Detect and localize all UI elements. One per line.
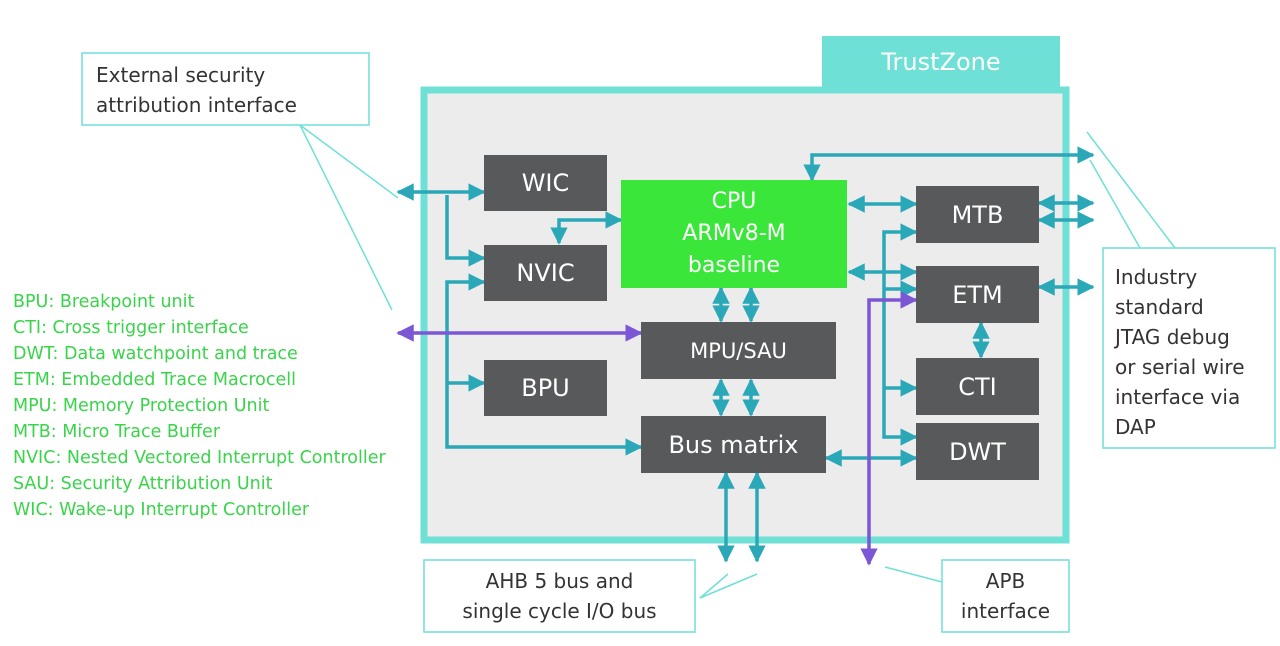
legend-item: ETM: Embedded Trace Macrocell — [13, 370, 296, 390]
external-security-callout: External security attribution interface — [96, 60, 297, 120]
legend-item: SAU: Security Attribution Unit — [13, 474, 273, 494]
etm-block: ETM — [916, 266, 1039, 323]
ahb-line-2: single cycle I/O bus — [462, 599, 657, 623]
jtag-line-2: standard — [1115, 295, 1204, 319]
external-security-callout-box — [81, 52, 370, 126]
abbreviation-legend: BPU: Breakpoint unit CTI: Cross trigger … — [13, 289, 386, 523]
bpu-block: BPU — [484, 360, 607, 416]
jtag-callout-box — [1102, 247, 1276, 449]
apb-callout: APB interface — [942, 566, 1069, 626]
legend-item: WIC: Wake-up Interrupt Controller — [13, 500, 310, 520]
wic-block: WIC — [484, 155, 607, 211]
external-security-line-2: attribution interface — [96, 93, 297, 117]
cpu-line-2: ARMv8-M — [682, 221, 786, 246]
legend-item: BPU: Breakpoint unit — [13, 292, 195, 312]
legend-item: MTB: Micro Trace Buffer — [13, 422, 221, 442]
dwt-block: DWT — [916, 423, 1039, 480]
callout-pointers — [299, 124, 1176, 599]
cti-block: CTI — [916, 358, 1039, 415]
cpu-external-top-arrow — [803, 146, 1095, 182]
nvic-block: NVIC — [484, 245, 607, 301]
jtag-line-6: DAP — [1115, 415, 1156, 439]
jtag-callout: Industry standard JTAG debug or serial w… — [1115, 262, 1245, 442]
cpu-line-1: CPU — [711, 189, 757, 214]
cpu-line-3: baseline — [687, 253, 781, 278]
mtb-block: MTB — [916, 186, 1039, 243]
ahb-line-1: AHB 5 bus and — [485, 569, 634, 593]
jtag-line-5: interface via — [1115, 385, 1241, 409]
jtag-line-1: Industry — [1115, 265, 1198, 289]
apb-callout-box — [941, 559, 1070, 633]
nvic-left-arrow — [445, 195, 486, 267]
legend-item: CTI: Cross trigger interface — [13, 318, 249, 338]
cpu-block: CPU ARMv8-M baseline — [621, 180, 847, 288]
bus-matrix-block: Bus matrix — [641, 416, 826, 473]
legend-item: DWT: Data watchpoint and trace — [13, 344, 298, 364]
external-security-line-1: External security — [96, 63, 266, 87]
apb-line-1: APB — [985, 569, 1026, 593]
apb-interface-arrow — [860, 291, 918, 566]
legend-item: NVIC: Nested Vectored Interrupt Controll… — [13, 448, 386, 468]
legend-item: MPU: Memory Protection Unit — [13, 396, 270, 416]
ahb-callout-box — [423, 559, 696, 633]
mpu-sau-block: MPU/SAU — [641, 322, 836, 379]
jtag-line-3: JTAG debug — [1115, 325, 1230, 349]
jtag-line-4: or serial wire — [1115, 355, 1245, 379]
cpu-nvic-arrow — [550, 211, 623, 245]
bpu-bus-arrow — [445, 273, 643, 456]
ahb-callout: AHB 5 bus and single cycle I/O bus — [424, 566, 695, 626]
apb-line-2: interface — [960, 599, 1051, 623]
trustzone-tab: TrustZone — [822, 36, 1060, 88]
